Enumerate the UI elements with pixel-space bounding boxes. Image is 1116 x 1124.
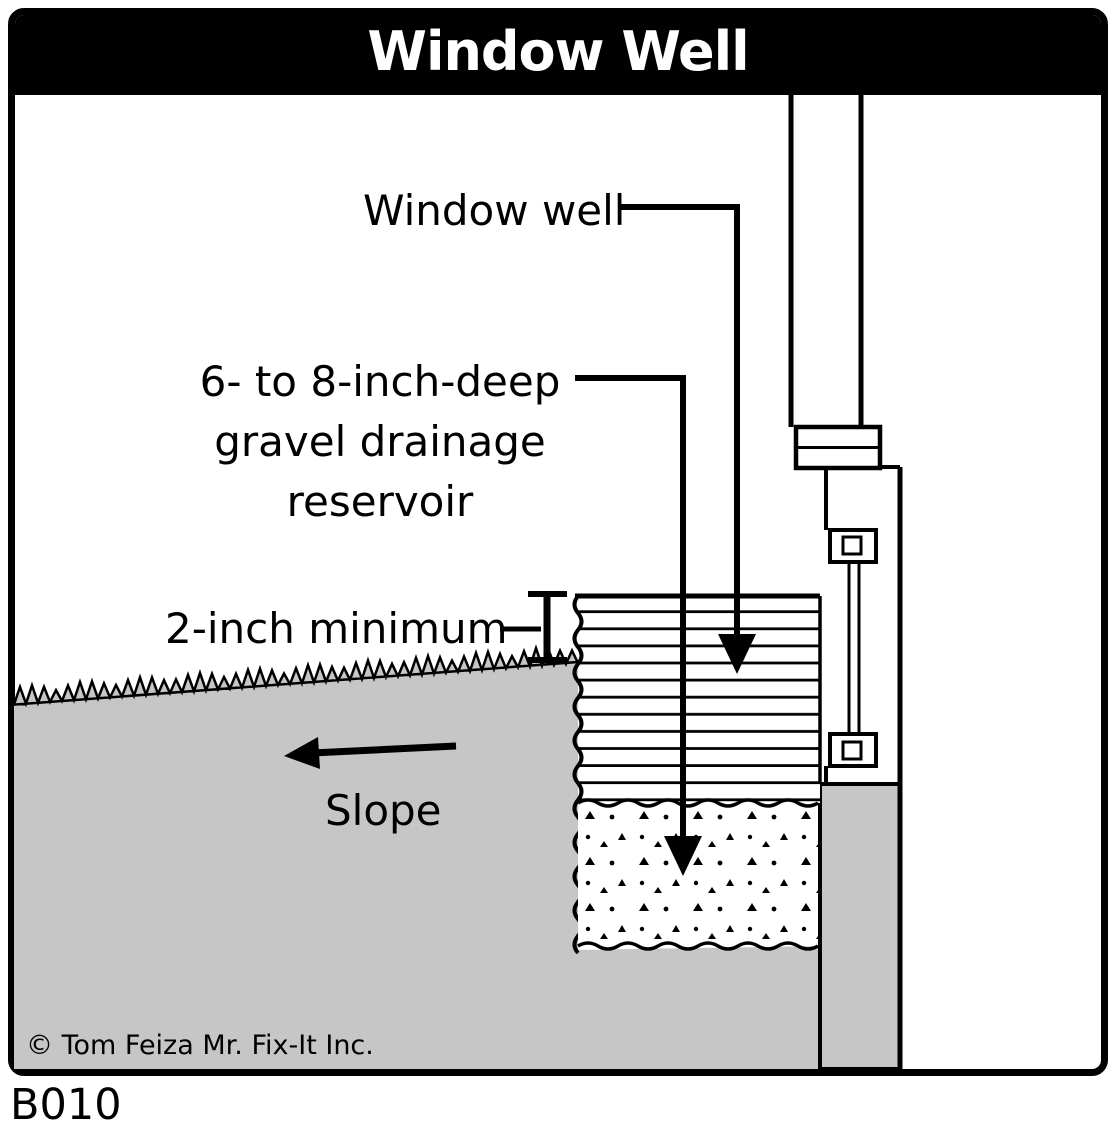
gravel-reservoir-label-line1: 6- to 8-inch-deep xyxy=(199,357,561,406)
copyright-text: © Tom Feiza Mr. Fix-It Inc. xyxy=(26,1030,374,1061)
figure-title: Window Well xyxy=(367,20,749,83)
window-well-label: Window well xyxy=(363,186,626,235)
title-bar: Window Well xyxy=(15,15,1101,95)
figure-frame: Window Well xyxy=(8,8,1108,1076)
gravel-reservoir-label: 6- to 8-inch-deep gravel drainage reserv… xyxy=(180,352,580,532)
gravel-reservoir-label-line3: reservoir xyxy=(286,477,474,526)
figure-id: B010 xyxy=(10,1080,122,1124)
gravel-reservoir-label-line2: gravel drainage xyxy=(214,417,546,466)
slope-label: Slope xyxy=(325,786,442,835)
min-clearance-label: 2-inch minimum xyxy=(165,604,508,653)
